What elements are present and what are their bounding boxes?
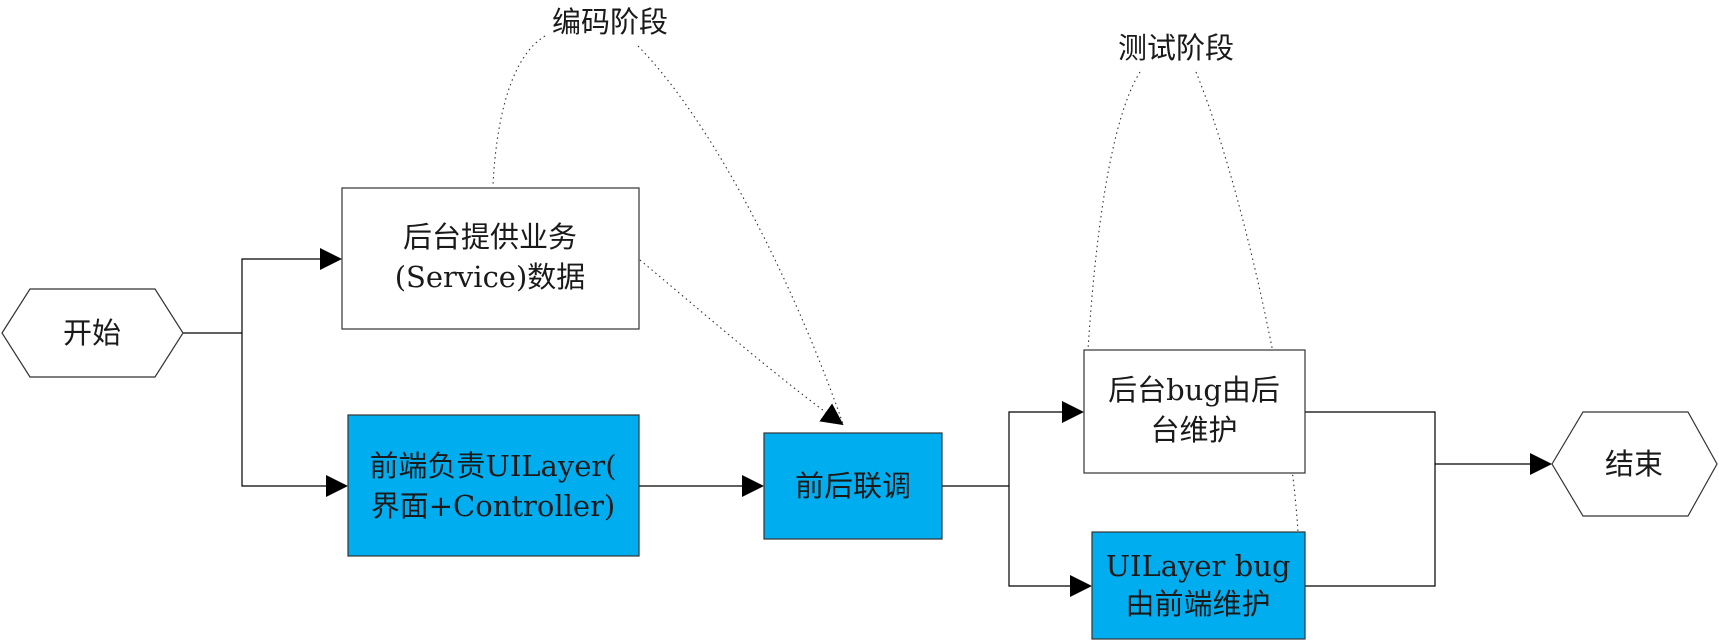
node-backend-bug-line-2: 台维护 <box>1150 413 1237 447</box>
phase-label-coding: 编码阶段 <box>552 5 668 39</box>
coding-phase-line-3 <box>639 259 844 426</box>
coding-phase-line-2 <box>637 45 844 425</box>
edge-to-ui-bug <box>1008 486 1092 597</box>
coding-phase-line-1 <box>492 35 546 187</box>
node-end: 结束 <box>1551 411 1718 517</box>
testing-phase-line-2 <box>1195 71 1299 533</box>
node-backend-service-line-2: (Service)数据 <box>395 260 586 294</box>
node-ui-bug-line-2: 由前端维护 <box>1125 587 1270 621</box>
connectors <box>183 248 1552 597</box>
node-integration-label: 前后联调 <box>795 469 911 503</box>
node-backend-service-line-1: 后台提供业务 <box>403 220 577 254</box>
node-ui-bug-line-1: UILayer bug <box>1106 549 1291 583</box>
node-backend-bug-line-1: 后台bug由后 <box>1108 373 1280 407</box>
edge-backend-bug-merge <box>1305 411 1436 587</box>
node-start-label: 开始 <box>63 316 121 350</box>
node-ui-bug: UILayer bug 由前端维护 <box>1091 531 1306 640</box>
phase-annotations <box>492 35 1299 533</box>
node-frontend-ui-line-2: 界面+Controller) <box>371 489 616 523</box>
node-frontend-ui: 前端负责UILayer( 界面+Controller) <box>347 414 640 557</box>
testing-phase-line-1 <box>1087 71 1141 351</box>
node-integration: 前后联调 <box>763 432 943 540</box>
node-start: 开始 <box>1 288 184 378</box>
node-frontend-ui-line-1: 前端负责UILayer( <box>369 449 616 483</box>
edge-to-frontend-ui <box>241 333 348 497</box>
node-backend-bug: 后台bug由后 台维护 <box>1083 349 1306 474</box>
phase-label-testing: 测试阶段 <box>1118 31 1234 65</box>
edge-to-backend-service <box>241 248 342 333</box>
node-backend-service: 后台提供业务 (Service)数据 <box>341 187 640 330</box>
node-end-label: 结束 <box>1605 447 1663 481</box>
edge-to-backend-bug <box>1008 401 1084 486</box>
